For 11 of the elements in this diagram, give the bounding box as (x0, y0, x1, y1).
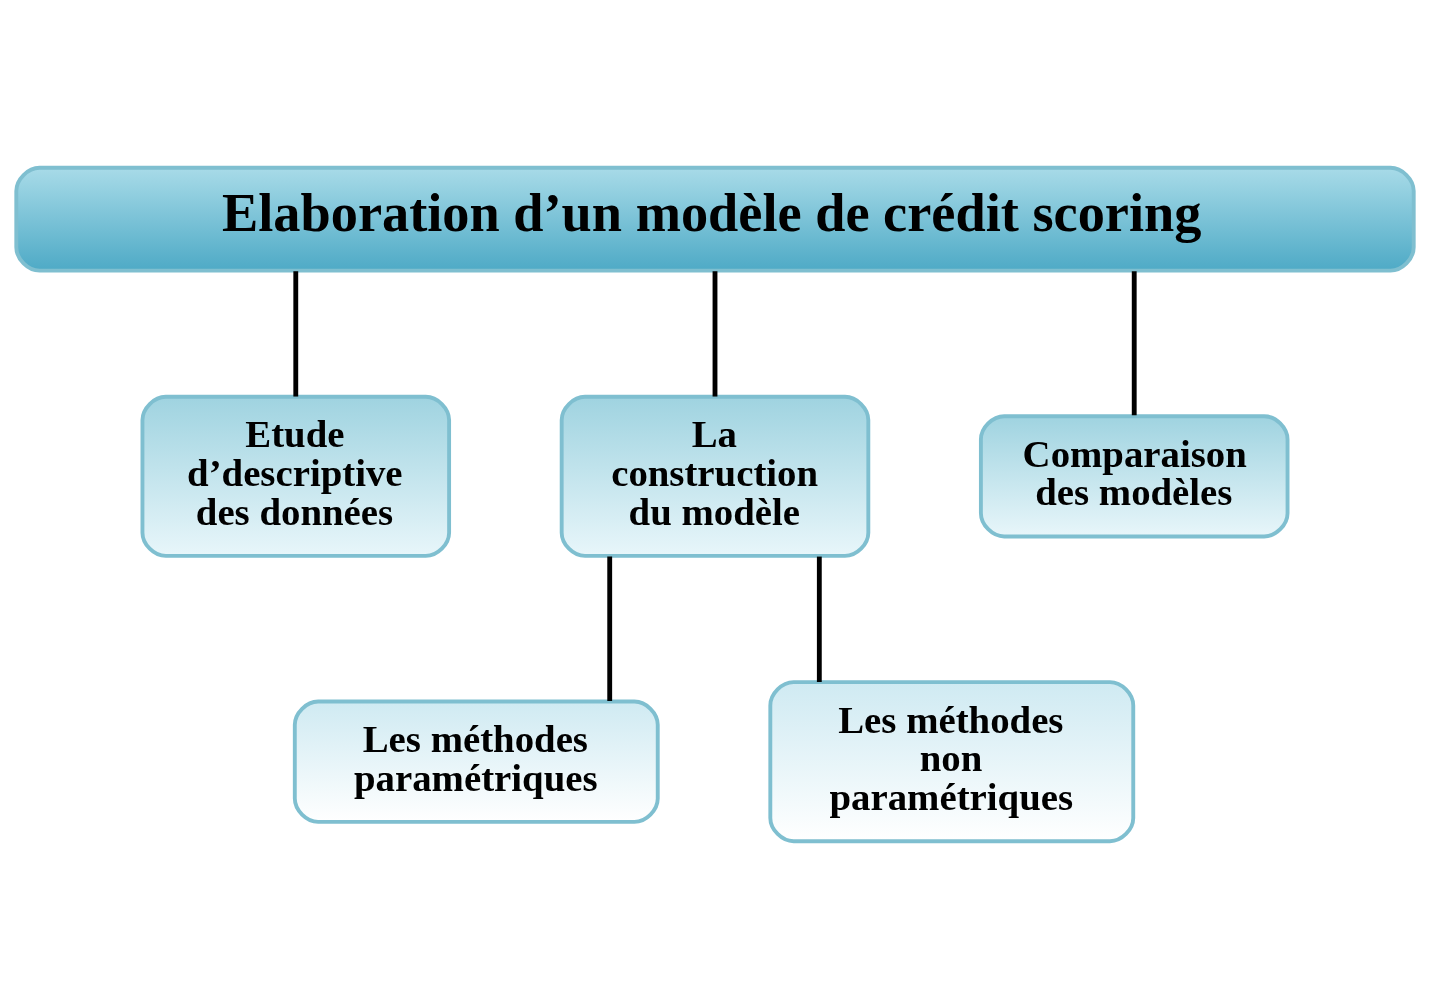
connector (607, 556, 613, 701)
node-box: Etude d’descriptive des données (140, 394, 452, 558)
connector (816, 556, 822, 682)
connector (712, 270, 718, 397)
node-box: Les méthodes non paramétriques (768, 679, 1136, 843)
connector (1131, 270, 1137, 415)
connector (293, 270, 299, 397)
node-box: Elaboration d’un modèle de crédit scoring (14, 165, 1416, 273)
node-box: Les méthodes paramétriques (292, 699, 660, 824)
node-box: La construction du modèle (559, 394, 871, 558)
node-box: Comparaison des modèles (978, 413, 1290, 538)
